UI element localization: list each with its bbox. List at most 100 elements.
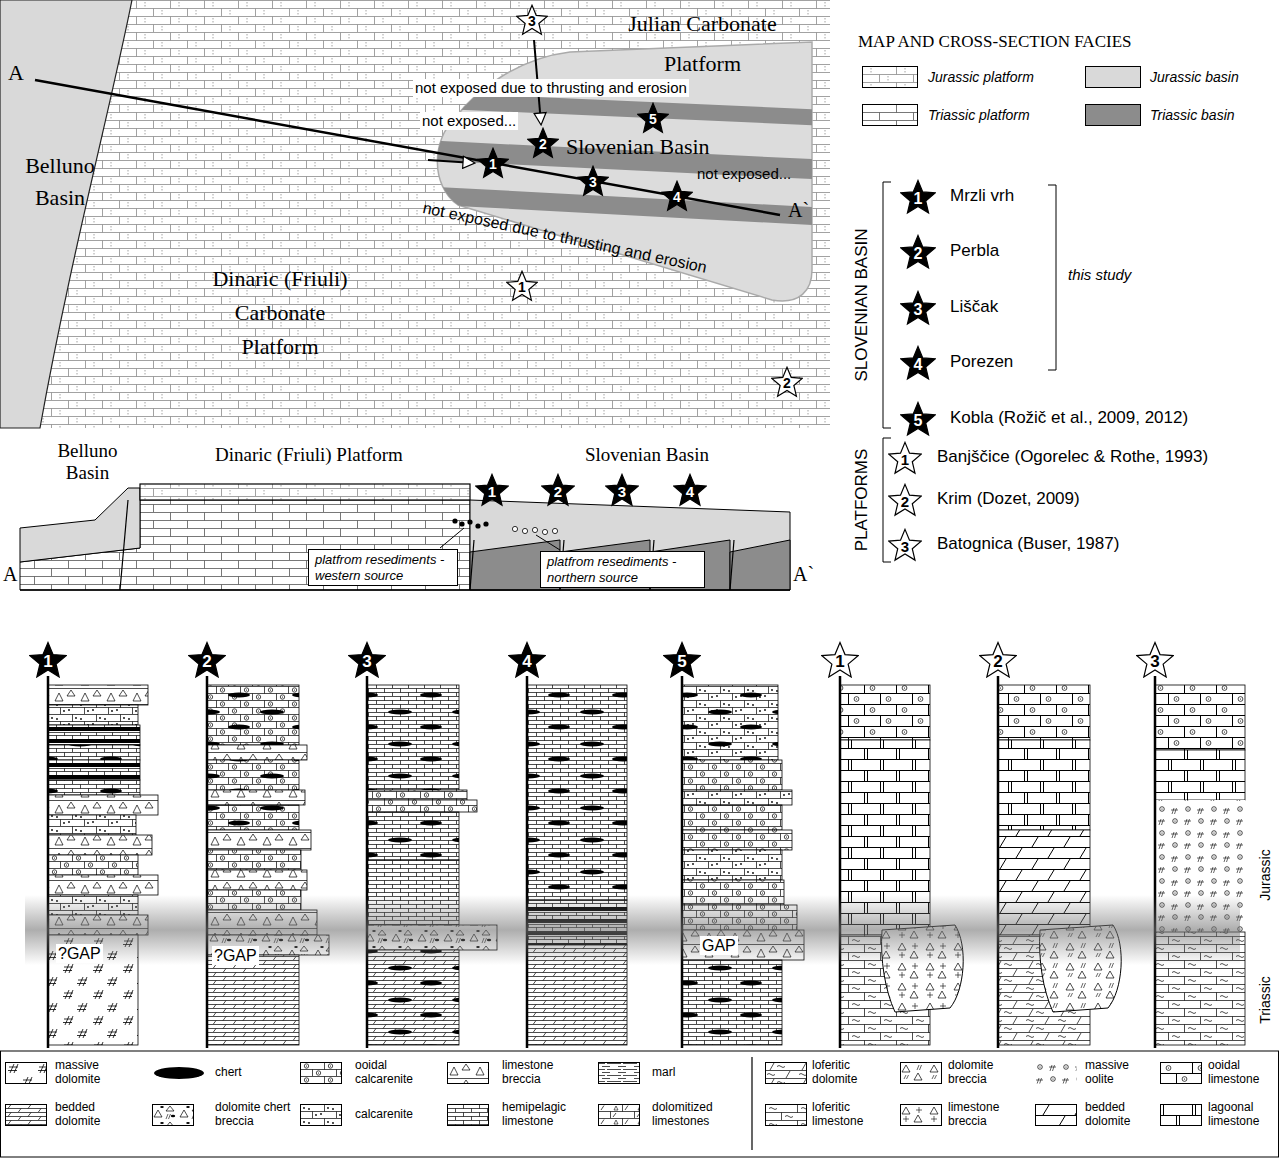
stratigraphic-column [367, 676, 497, 1048]
chert-lenses [367, 812, 459, 860]
map-label: not exposed... [420, 112, 518, 130]
legend-pattern-fill [6, 1105, 47, 1126]
column-axis [839, 676, 842, 1048]
legend-pattern-fill [766, 1063, 807, 1084]
legend-pattern [300, 1062, 342, 1084]
callout-number: 2 [541, 473, 575, 507]
chert-lenses [207, 805, 299, 830]
locality-star: 4 [673, 473, 707, 507]
triassic-basin-bands [420, 92, 830, 226]
legend-pattern [447, 1062, 489, 1084]
callout-number: 3 [516, 4, 548, 36]
legend-text: lagoonal limestone [1208, 1100, 1274, 1128]
locality-star: 4 [900, 345, 936, 381]
locality-star: 5 [900, 401, 936, 437]
callout-number: 2 [188, 641, 226, 679]
column-axis [206, 676, 209, 1048]
callout-number: 2 [979, 641, 1017, 679]
map-label: Perbla [950, 241, 999, 261]
map-label: Batognica (Buser, 1987) [937, 534, 1119, 554]
resediment-dot [532, 527, 537, 532]
legend-pattern [900, 1104, 942, 1126]
lithology-bed [682, 790, 792, 805]
legend-pattern-fill [6, 1063, 47, 1084]
map-label: Liščak [950, 297, 998, 317]
lithology-bed [840, 685, 930, 740]
legend-swatch [5, 1062, 47, 1084]
legend-text: bedded dolomite [55, 1100, 135, 1128]
stratigraphic-column [682, 676, 804, 1048]
callout-number: 4 [673, 473, 707, 507]
legend-pattern-fill [1161, 1105, 1202, 1126]
lithology-bed [998, 685, 1090, 740]
map-label: Dinaric (Friuli) Carbonate Platform [200, 262, 360, 364]
map-label: Belluno Basin [5, 150, 115, 214]
legend-swatch [862, 104, 918, 126]
locality-star: 1 [888, 441, 922, 475]
legend-swatch [765, 1062, 807, 1084]
callout-number: 1 [821, 641, 859, 679]
resediment-dot [552, 528, 557, 533]
callout-number: 2 [900, 234, 936, 270]
locality-star: 3 [577, 165, 609, 197]
callout-number: 3 [888, 528, 922, 562]
legend-pattern-fill [1161, 1063, 1202, 1084]
box-text: platfrom resediments -northern source [547, 554, 698, 585]
legend-swatch [447, 1062, 489, 1084]
callout-number: 1 [475, 473, 509, 507]
legend-pattern-fill [301, 1105, 342, 1126]
lithology-bed [48, 835, 152, 855]
map-label: not exposed due to thrusting and erosion [413, 79, 689, 97]
callout-number: 1 [506, 270, 538, 302]
callout-number: 1 [900, 179, 936, 215]
legend-text: Jurassic basin [1150, 68, 1239, 86]
lithology-bed [48, 780, 140, 795]
locality-star: 3 [1136, 641, 1174, 679]
locality-star: 1 [900, 179, 936, 215]
lithology-bed [48, 745, 140, 760]
legend-swatch [5, 1104, 47, 1126]
chert-lenses [682, 685, 778, 760]
legend-text: chert [215, 1065, 295, 1079]
legend-text: calcarenite [355, 1107, 435, 1121]
section-jurassic-basin [470, 500, 790, 590]
column-axis [47, 676, 50, 1048]
lithology-bed [207, 790, 305, 805]
legend-pattern [900, 1062, 942, 1084]
legend-text: ooidal calcarenite [355, 1058, 435, 1086]
section-line [35, 80, 780, 215]
map-label: ?GAP [212, 946, 259, 965]
callout-number: 3 [1136, 641, 1174, 679]
lithology-bed [207, 870, 307, 890]
callout-number: 5 [637, 102, 669, 134]
lithology-bed [367, 812, 459, 860]
resediment-dot [542, 529, 547, 534]
map-label: Porezen [950, 352, 1013, 372]
callout-number: 4 [508, 641, 546, 679]
callout-number: 3 [577, 165, 609, 197]
lithology-bed [367, 800, 477, 812]
axis-label: PLATFORMS [852, 449, 872, 552]
legend-pattern-fill [1036, 1063, 1077, 1084]
legend-pattern-fill [766, 1105, 807, 1126]
locality-star: 5 [663, 641, 701, 679]
legend-bracket [883, 438, 891, 562]
locality-star: 2 [541, 473, 575, 507]
resediment-dot [459, 521, 464, 526]
chert-lenses [207, 685, 299, 745]
stratigraphic-column [998, 676, 1121, 1048]
locality-star: 1 [475, 473, 509, 507]
locality-star: 2 [188, 641, 226, 679]
chert-lenses [527, 685, 627, 900]
legend-swatch [152, 1104, 194, 1126]
legend-swatch [1085, 104, 1141, 126]
legend-swatch [1160, 1062, 1202, 1084]
section-fault [730, 540, 734, 590]
stratigraphic-column [527, 676, 627, 1048]
legend-pattern [5, 1104, 47, 1126]
lithology-bed [367, 790, 467, 800]
chert-lenses [48, 780, 140, 795]
legend-swatch [300, 1062, 342, 1084]
lithology-bed [1155, 750, 1245, 800]
callout-number: 1 [888, 441, 922, 475]
